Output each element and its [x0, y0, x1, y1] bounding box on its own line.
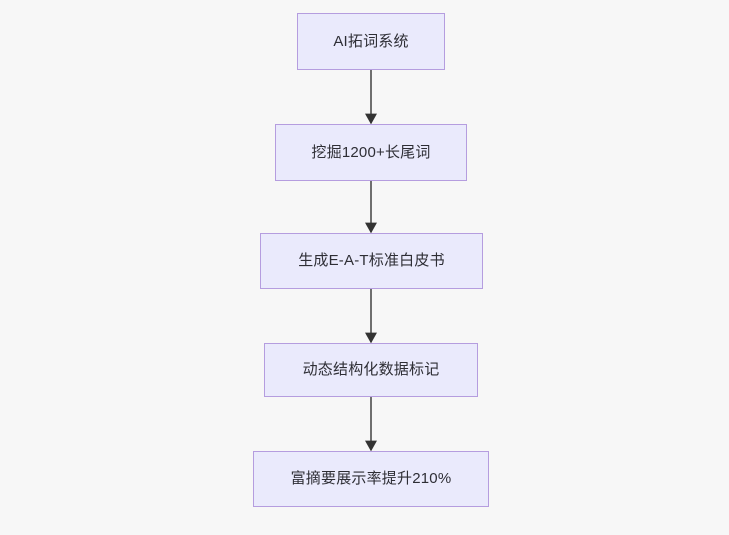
flow-node-dynamic-structured-data-markup[interactable]: 动态结构化数据标记 — [264, 343, 478, 397]
flow-node-ai-keyword-system[interactable]: AI拓词系统 — [297, 13, 445, 70]
flow-node-mine-longtail-keywords[interactable]: 挖掘1200+长尾词 — [275, 124, 467, 181]
flow-node-label: 生成E-A-T标准白皮书 — [298, 252, 445, 269]
flow-node-generate-eat-whitepaper[interactable]: 生成E-A-T标准白皮书 — [260, 233, 483, 289]
flow-node-label: 富摘要展示率提升210% — [290, 470, 452, 487]
flow-node-label: 挖掘1200+长尾词 — [311, 143, 431, 161]
flow-node-label: 动态结构化数据标记 — [302, 361, 440, 378]
flow-node-label: AI拓词系统 — [333, 32, 409, 50]
flow-node-rich-snippet-rate-increase[interactable]: 富摘要展示率提升210% — [253, 451, 489, 507]
